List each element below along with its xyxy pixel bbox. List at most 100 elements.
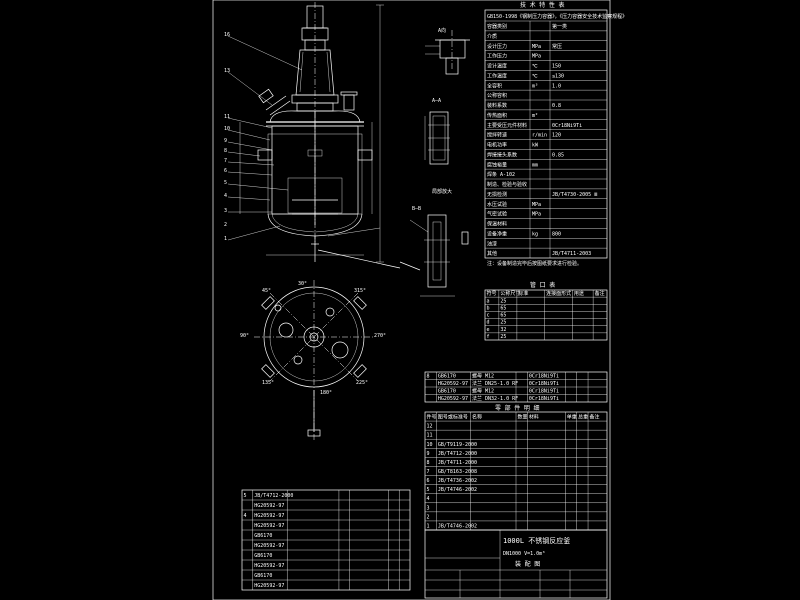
parts-lower-header-cell: 名称 — [472, 414, 482, 421]
spec-table-note: 注：设备制造完毕后按图纸要求进行检验。 — [487, 260, 582, 267]
spec-row-unit: m³ — [532, 83, 538, 89]
spec-row-unit: ℃ — [532, 73, 538, 79]
bottom-table-cell: HG20592-97 — [254, 563, 284, 569]
spec-row-label: 工作温度 — [487, 72, 507, 79]
spec-row-unit: MPa — [532, 212, 541, 218]
spec-row-label: 腐蚀裕量 — [487, 161, 507, 168]
title-line-1: 1000L 不锈钢反应釜 — [503, 536, 570, 545]
parts-lower-header-cell: 数量 — [518, 414, 528, 421]
nozzle-table-header-cell: 连接面形式 — [546, 290, 571, 297]
spec-row-label: 主要受压元件材料 — [487, 122, 527, 129]
reactor-plan-view: 45° 30° 315° 270° 225° 180° 135° 90° — [240, 280, 386, 440]
spec-row-value: 120 — [552, 133, 561, 139]
parts-list-title: 零 部 件 明 细 — [495, 404, 539, 412]
angle-label: 180° — [320, 390, 332, 396]
parts-lower-cell: 7 — [427, 469, 430, 475]
detail-view-a: A向 — [425, 27, 470, 75]
parts-lower-cell: 9 — [427, 451, 430, 457]
nozzle-table-cell: c — [487, 313, 490, 319]
nozzle-table-cell: 25 — [500, 320, 506, 326]
nozzle-table-cell: 65 — [500, 313, 506, 319]
parts-lower-header-cell: 总重 — [578, 414, 588, 421]
parts-lower-header-cell: 备注 — [590, 414, 600, 421]
spec-row-label: 油漆 — [487, 240, 497, 247]
callout: 13 — [224, 68, 230, 74]
parts-upper-cell: 0Cr18Ni9Ti — [529, 396, 559, 402]
parts-lower-cell: 2 — [427, 514, 430, 520]
parts-upper-cell: GB6170 — [438, 373, 456, 379]
spec-table-title: 技 术 特 性 表 — [520, 1, 564, 9]
callout: 3 — [224, 208, 227, 214]
parts-lower-cell: JB/T4711-2000 — [438, 460, 477, 466]
spec-row-value: 150 — [552, 64, 561, 70]
nozzle-table-header-cell: 备注 — [595, 290, 605, 297]
nozzle-table-cell: a — [487, 298, 490, 304]
nozzle-table-cell: e — [487, 327, 490, 333]
parts-upper-cell: 螺母 M12 — [472, 387, 494, 394]
parts-lower-cell: 12 — [427, 424, 433, 430]
spec-row-value: 0.8 — [552, 103, 561, 109]
nozzle-table-header-cell: 符号 — [487, 290, 497, 297]
spec-row-label: 全容积 — [487, 82, 502, 89]
spec-row-unit: MPa — [532, 202, 541, 208]
spec-row-unit: mm — [532, 162, 538, 168]
callout: 7 — [224, 158, 227, 164]
parts-upper-cell: 0Cr18Ni9Ti — [529, 381, 559, 387]
bottom-table-cell: HG20592-97 — [254, 523, 284, 529]
nozzle-table-cell: f — [487, 334, 490, 340]
parts-lower-cell: 11 — [427, 433, 433, 439]
spec-row-unit: kW — [532, 143, 539, 149]
parts-lower-cell: 1 — [427, 523, 430, 529]
bottom-table-cell: HG20592-97 — [254, 503, 284, 509]
callout-labels: 16 13 11 10 9 8 7 6 5 4 3 2 1 — [224, 32, 230, 242]
callout: 1 — [224, 236, 227, 242]
nozzle-table-header-cell: 用途 — [574, 290, 584, 297]
spec-row-label: 其他 — [487, 250, 497, 257]
bottom-table-cell: 5 — [244, 493, 247, 499]
spec-row-label: 气密试验 — [487, 211, 507, 218]
angle-label: 45° — [262, 288, 271, 294]
parts-lower-cell: 5 — [427, 487, 430, 493]
callout: 11 — [224, 114, 230, 120]
angle-label: 225° — [356, 380, 368, 386]
title-line-3: 装 配 图 — [515, 560, 540, 568]
bottom-table-cell: HG20592-97 — [254, 543, 284, 549]
spec-row-label: 电机功率 — [487, 142, 507, 149]
spec-row-unit: kg — [532, 231, 538, 237]
section-label: 局部放大 — [432, 188, 452, 195]
angle-label: 270° — [374, 333, 386, 339]
parts-upper-cell: GB6170 — [438, 388, 456, 394]
section-label: B—B — [412, 206, 421, 212]
parts-lower-header-cell: 单重 — [567, 414, 577, 421]
bottom-table-cell: HG20592-97 — [254, 513, 284, 519]
spec-row-label: 设计温度 — [487, 63, 507, 70]
nozzle-table-cell: d — [487, 320, 490, 326]
bottom-table-cell: HG20592-97 — [254, 583, 284, 589]
spec-row-value: 常压 — [552, 43, 562, 50]
section-label: A向 — [438, 27, 446, 34]
angle-label: 90° — [240, 333, 249, 339]
spec-row-value: 800 — [552, 231, 561, 237]
parts-upper-cell: 0Cr18Ni9Ti — [529, 388, 559, 394]
bottom-table-cell: GB6170 — [254, 573, 272, 579]
parts-upper-cell: HG20592-97 — [438, 396, 468, 402]
parts-lower-cell: GB/T9119-2000 — [438, 442, 477, 448]
spec-row-label: 焊接接头系数 — [487, 151, 517, 158]
spec-row-label: 装料系数 — [487, 102, 507, 109]
parts-lower-cell: 4 — [427, 496, 430, 502]
parts-lower-header-cell: 图号或标准号 — [438, 414, 468, 421]
parts-lower-cell: 6 — [427, 478, 430, 484]
spec-row-label: 保温材料 — [487, 221, 507, 228]
spec-row-unit: m² — [532, 113, 538, 119]
parts-lower-cell: JB/T4736-2002 — [438, 478, 477, 484]
nozzle-table-title: 管 口 表 — [530, 281, 555, 289]
parts-upper-cell: 法兰 DN32-1.0 RF — [472, 395, 518, 402]
parts-upper-cell: HG20592-97 — [438, 381, 468, 387]
bottom-table-cell: GB6170 — [254, 533, 272, 539]
spec-row-label: 设备净重 — [487, 230, 507, 237]
